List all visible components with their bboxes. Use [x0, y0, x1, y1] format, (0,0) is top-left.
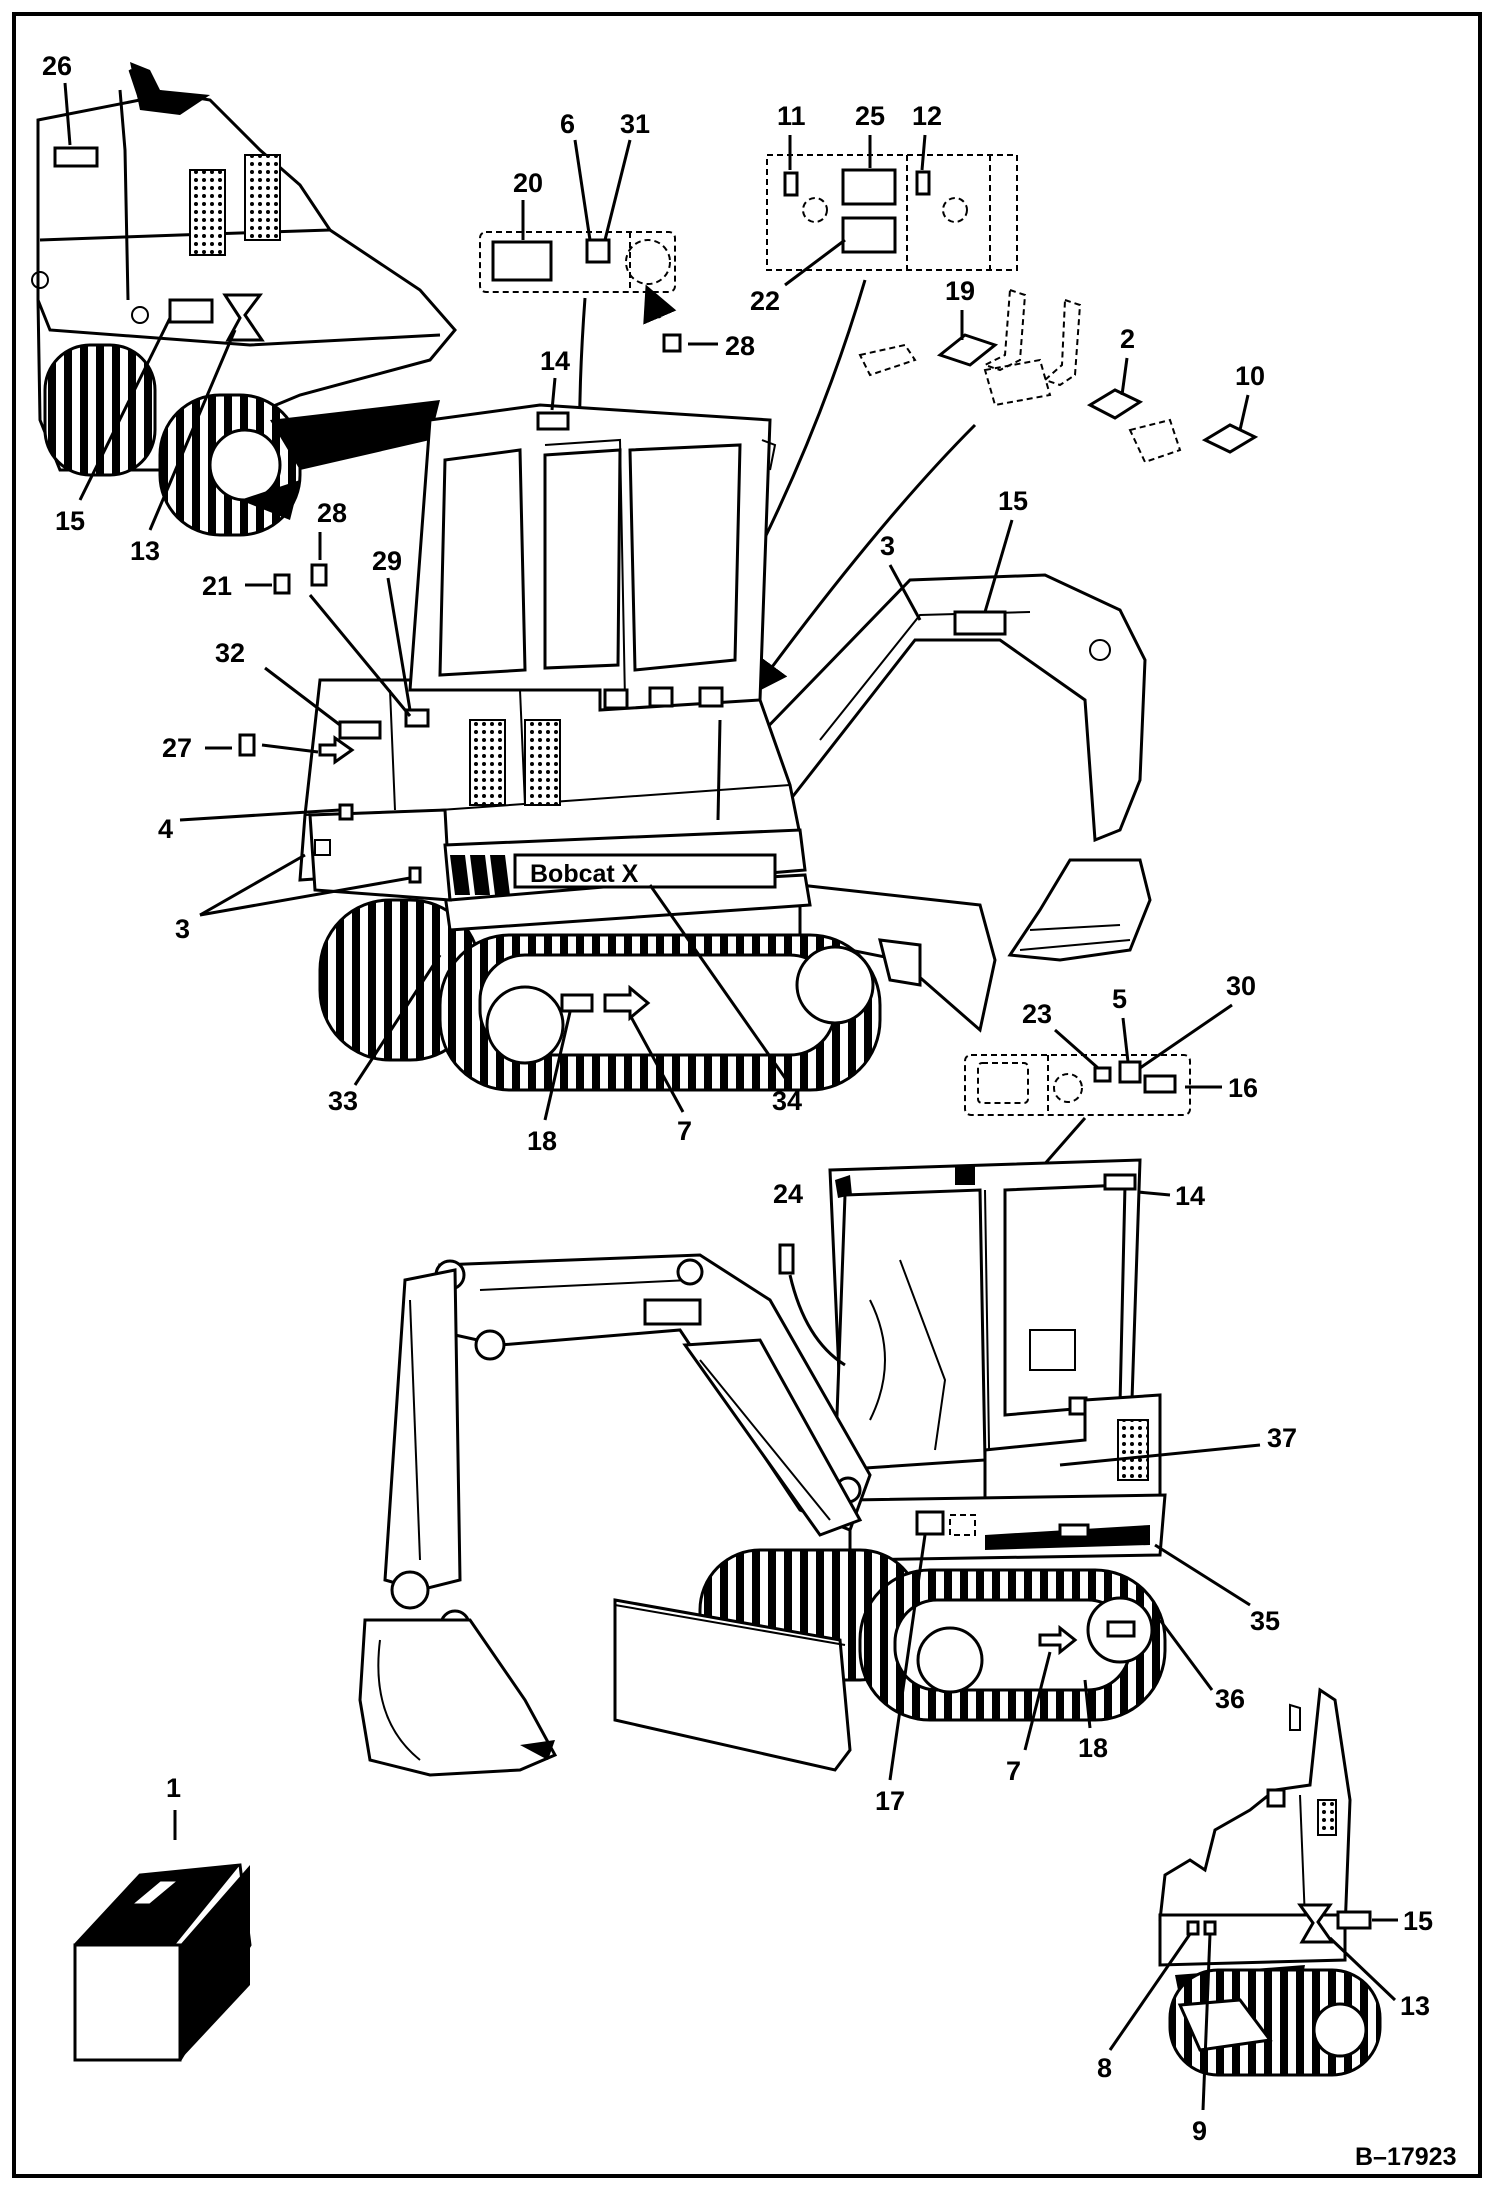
callout-32: 32: [215, 638, 245, 668]
callout-35: 35: [1250, 1606, 1280, 1636]
decal-19: [936, 333, 999, 367]
callout-19: 19: [945, 276, 975, 306]
callout-1: 1: [166, 1773, 181, 1803]
callout-2: 2: [1120, 324, 1135, 354]
inset-side-view: [1158, 1687, 1382, 2077]
inset-rear-view: [31, 62, 457, 537]
callout-18: 18: [1078, 1733, 1108, 1763]
callout-15: 15: [998, 486, 1028, 516]
callout-3: 3: [175, 914, 190, 944]
decal-28-panel: [662, 333, 682, 353]
drawing-code: B–17923: [1355, 2143, 1456, 2171]
decal-22: [841, 216, 897, 254]
callout-11: 11: [777, 101, 806, 131]
decal-27-arrow: [318, 735, 355, 765]
decal-11: [783, 171, 799, 197]
excavator-front-view: [358, 1158, 1167, 1777]
decal-3-rear: [408, 866, 422, 884]
manual-box: [73, 1863, 252, 2062]
decal-26: [53, 146, 99, 168]
decal-34-brand: [513, 853, 777, 889]
decal-21: [273, 573, 291, 595]
detail-dash-panel: [479, 231, 676, 293]
callout-5: 5: [1112, 984, 1127, 1014]
decal-17: [915, 1510, 945, 1536]
decal-25: [841, 168, 897, 206]
decal-9: [1203, 1920, 1217, 1936]
callout-7: 7: [677, 1116, 692, 1146]
callout-22: 22: [750, 286, 780, 316]
callout-20: 20: [513, 168, 543, 198]
callout-10: 10: [1235, 361, 1265, 391]
decal-15-boom: [953, 610, 1007, 636]
decal-7-front-arrow: [1038, 1624, 1078, 1656]
brand-logo: Bobcat X: [530, 860, 639, 888]
callout-30: 30: [1226, 971, 1256, 1001]
callout-24: 24: [773, 1179, 803, 1209]
callout-26: 26: [42, 51, 72, 81]
callout-7: 7: [1006, 1756, 1021, 1786]
decal-35: [1058, 1523, 1090, 1539]
callout-13: 13: [130, 536, 160, 566]
decal-15-rear: [168, 298, 214, 324]
callout-3: 3: [880, 531, 895, 561]
decal-32: [338, 720, 382, 740]
callout-37: 37: [1267, 1423, 1297, 1453]
decal-28-side: [310, 563, 328, 587]
callout-6: 6: [560, 109, 575, 139]
detail-left-console: [964, 1054, 1191, 1116]
callout-12: 12: [912, 101, 942, 131]
decal-14-rear: [536, 411, 570, 431]
callout-18: 18: [527, 1126, 557, 1156]
callout-34: 34: [772, 1086, 802, 1116]
callout-4: 4: [158, 814, 173, 844]
decal-14-front: [1103, 1173, 1137, 1191]
callout-28: 28: [725, 331, 755, 361]
decal-4: [338, 803, 354, 821]
callout-23: 23: [1022, 999, 1052, 1029]
decal-29: [404, 708, 430, 728]
callout-29: 29: [372, 546, 402, 576]
decal-15-side: [1336, 1910, 1372, 1930]
decal-12: [915, 170, 931, 196]
decal-24: [778, 1243, 795, 1275]
callout-15: 15: [1403, 1906, 1433, 1936]
x-logo-rear: [222, 293, 265, 342]
decal-6: [585, 238, 611, 264]
decal-5: [1118, 1060, 1142, 1084]
callout-14: 14: [540, 346, 570, 376]
decal-23: [1093, 1066, 1112, 1083]
decal-8: [1186, 1920, 1200, 1936]
callout-15: 15: [55, 506, 85, 536]
decal-2: [1086, 388, 1144, 420]
callout-16: 16: [1228, 1073, 1258, 1103]
excavator-rear-view: Bobcat X: [298, 403, 1152, 1092]
callout-13: 13: [1400, 1991, 1430, 2021]
callout-28: 28: [317, 498, 347, 528]
detail-pedals: [858, 288, 1259, 464]
callout-36: 36: [1215, 1684, 1245, 1714]
detail-right-console: [766, 154, 1018, 271]
decal-10: [1201, 423, 1259, 454]
callout-9: 9: [1192, 2116, 1207, 2146]
callout-31: 31: [620, 109, 650, 139]
decal-boom-front: [643, 1298, 702, 1326]
callout-25: 25: [855, 101, 885, 131]
callout-14: 14: [1175, 1181, 1205, 1211]
x-logo-side: [1297, 1903, 1335, 1944]
decal-18-track: [560, 993, 594, 1013]
decal-16: [1143, 1074, 1177, 1094]
callout-17: 17: [875, 1786, 905, 1816]
decal-27: [238, 733, 256, 757]
decal-20: [491, 240, 553, 282]
decal-7-arrow: [603, 984, 651, 1022]
callout-27: 27: [162, 733, 192, 763]
callout-8: 8: [1097, 2053, 1112, 2083]
decal-18-front: [1106, 1620, 1136, 1638]
callout-33: 33: [328, 1086, 358, 1116]
callout-21: 21: [202, 571, 232, 601]
